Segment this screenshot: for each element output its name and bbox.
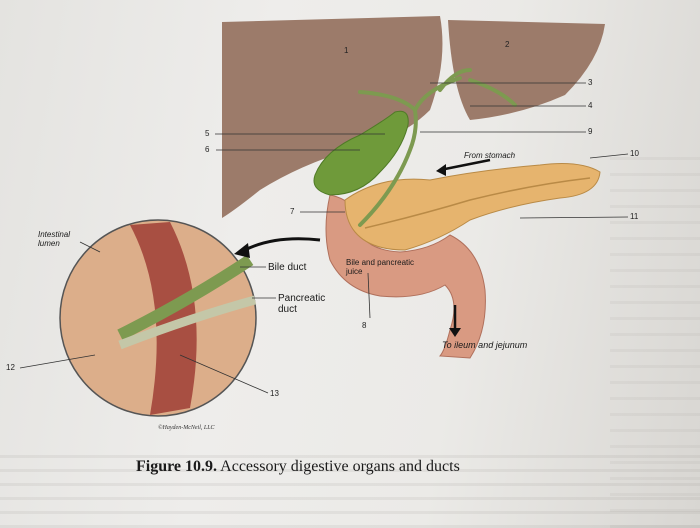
hepatic-ducts xyxy=(358,68,517,227)
leader-lines xyxy=(19,82,629,394)
liver-left-lobe xyxy=(448,20,605,120)
caption-number: Figure 10.9. xyxy=(136,458,218,475)
copyright-credit: ©Hayden-McNeil, LLC xyxy=(158,425,215,431)
gallbladder xyxy=(313,110,409,196)
duodenum xyxy=(325,194,486,359)
inset-pancreatic-duct xyxy=(118,295,257,350)
label-1: 1 xyxy=(344,46,349,55)
pancreas xyxy=(344,163,601,251)
label-10: 10 xyxy=(630,149,639,158)
inset-bile-duct xyxy=(117,255,254,341)
label-4: 4 xyxy=(588,101,593,110)
label-8: 8 xyxy=(362,321,367,330)
bleed-through-text-bottom xyxy=(0,448,700,528)
caption-text: Accessory digestive organs and ducts xyxy=(220,458,460,475)
label-2: 2 xyxy=(505,40,510,49)
bile-duct-label: Bile duct xyxy=(268,262,307,273)
intestinal-lumen-label: Intestinal lumen xyxy=(38,230,71,248)
label-5: 5 xyxy=(205,129,210,138)
label-11: 11 xyxy=(630,212,639,221)
label-6: 6 xyxy=(205,145,210,154)
pancreatic-duct-line xyxy=(364,177,591,229)
figure-caption: Figure 10.9. Accessory digestive organs … xyxy=(136,458,460,476)
bile-and-pancreatic-juice-label: Bile and pancreatic juice xyxy=(346,258,415,276)
label-12: 12 xyxy=(6,363,15,372)
zoom-arrow xyxy=(244,237,321,252)
bleed-through-text xyxy=(610,150,700,528)
label-13: 13 xyxy=(270,389,279,398)
liver xyxy=(222,16,443,218)
from-stomach-arrow xyxy=(439,158,491,172)
label-9: 9 xyxy=(588,127,593,136)
from-stomach-label: From stomach xyxy=(464,151,516,160)
to-ileum-label: To ileum and jejunum xyxy=(442,340,528,350)
pancreatic-duct-label: Pancreatic duct xyxy=(278,293,326,315)
label-7: 7 xyxy=(290,207,295,216)
label-3: 3 xyxy=(588,78,593,87)
